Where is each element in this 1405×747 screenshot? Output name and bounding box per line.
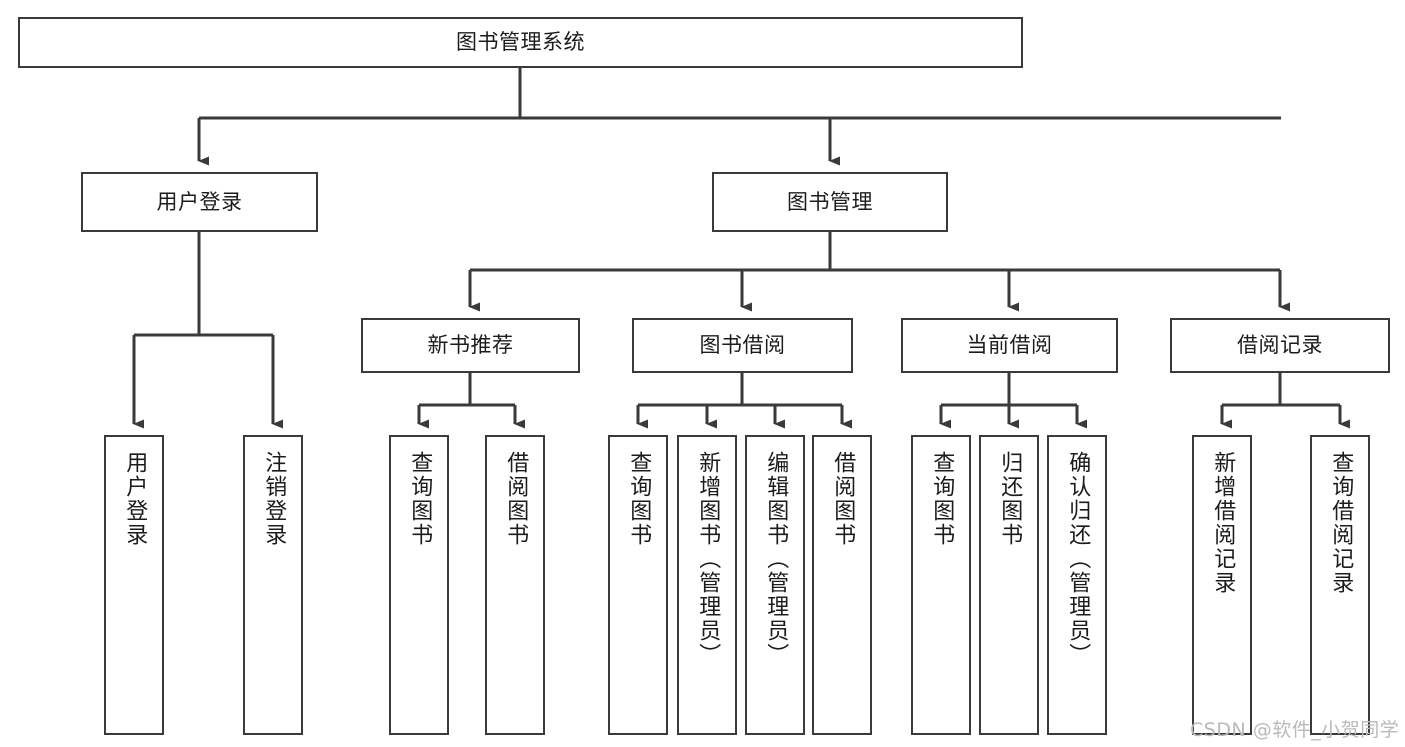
node-current-borrow[interactable]: 当前借阅 [901, 318, 1118, 373]
node-root-label: 图书管理系统 [456, 30, 585, 55]
node-current-borrow-label: 当前借阅 [966, 333, 1053, 358]
node-borrow-record-label: 借阅记录 [1237, 333, 1323, 358]
node-new-book-recommend[interactable]: 新书推荐 [361, 318, 580, 373]
leaf-book-borrow-add-label: 新增图书（管理员） [695, 451, 721, 667]
leaf-current-borrow-confirm[interactable]: 确认归还（管理员） [1047, 435, 1107, 735]
leaf-user-login-login-label: 用户登录 [122, 451, 148, 547]
leaf-book-borrow-borrow[interactable]: 借阅图书 [812, 435, 872, 735]
node-borrow-record[interactable]: 借阅记录 [1170, 318, 1390, 373]
leaf-book-borrow-add[interactable]: 新增图书（管理员） [677, 435, 737, 735]
leaf-book-borrow-edit[interactable]: 编辑图书（管理员） [745, 435, 805, 735]
leaf-new-book-query[interactable]: 查询图书 [389, 435, 449, 735]
leaf-user-login-logout[interactable]: 注销登录 [243, 435, 303, 735]
leaf-book-borrow-query-label: 查询图书 [626, 451, 652, 547]
node-new-book-recommend-label: 新书推荐 [427, 333, 514, 358]
leaf-borrow-record-add-label: 新增借阅记录 [1210, 451, 1236, 595]
leaf-new-book-borrow[interactable]: 借阅图书 [485, 435, 545, 735]
leaf-current-borrow-query[interactable]: 查询图书 [911, 435, 971, 735]
leaf-borrow-record-query-label: 查询借阅记录 [1328, 451, 1354, 595]
leaf-book-borrow-query[interactable]: 查询图书 [608, 435, 668, 735]
leaf-current-borrow-return[interactable]: 归还图书 [979, 435, 1039, 735]
watermark-text: CSDN @软件_小贺同学 [1190, 719, 1400, 741]
node-book-management-label: 图书管理 [787, 189, 873, 214]
leaf-borrow-record-query[interactable]: 查询借阅记录 [1310, 435, 1370, 735]
leaf-new-book-query-label: 查询图书 [407, 451, 433, 547]
leaf-user-login-login[interactable]: 用户登录 [104, 435, 164, 735]
node-book-management[interactable]: 图书管理 [712, 172, 948, 232]
node-root[interactable]: 图书管理系统 [18, 17, 1023, 68]
node-book-borrow[interactable]: 图书借阅 [632, 318, 853, 373]
leaf-current-borrow-return-label: 归还图书 [997, 451, 1023, 547]
leaf-book-borrow-borrow-label: 借阅图书 [830, 451, 856, 547]
node-user-login[interactable]: 用户登录 [81, 172, 318, 232]
leaf-current-borrow-confirm-label: 确认归还（管理员） [1065, 451, 1091, 667]
node-user-login-label: 用户登录 [156, 189, 243, 214]
leaf-user-login-logout-label: 注销登录 [261, 451, 287, 547]
leaf-borrow-record-add[interactable]: 新增借阅记录 [1192, 435, 1252, 735]
node-book-borrow-label: 图书借阅 [699, 333, 786, 358]
leaf-book-borrow-edit-label: 编辑图书（管理员） [763, 451, 789, 667]
leaf-new-book-borrow-label: 借阅图书 [503, 451, 529, 547]
leaf-current-borrow-query-label: 查询图书 [929, 451, 955, 547]
